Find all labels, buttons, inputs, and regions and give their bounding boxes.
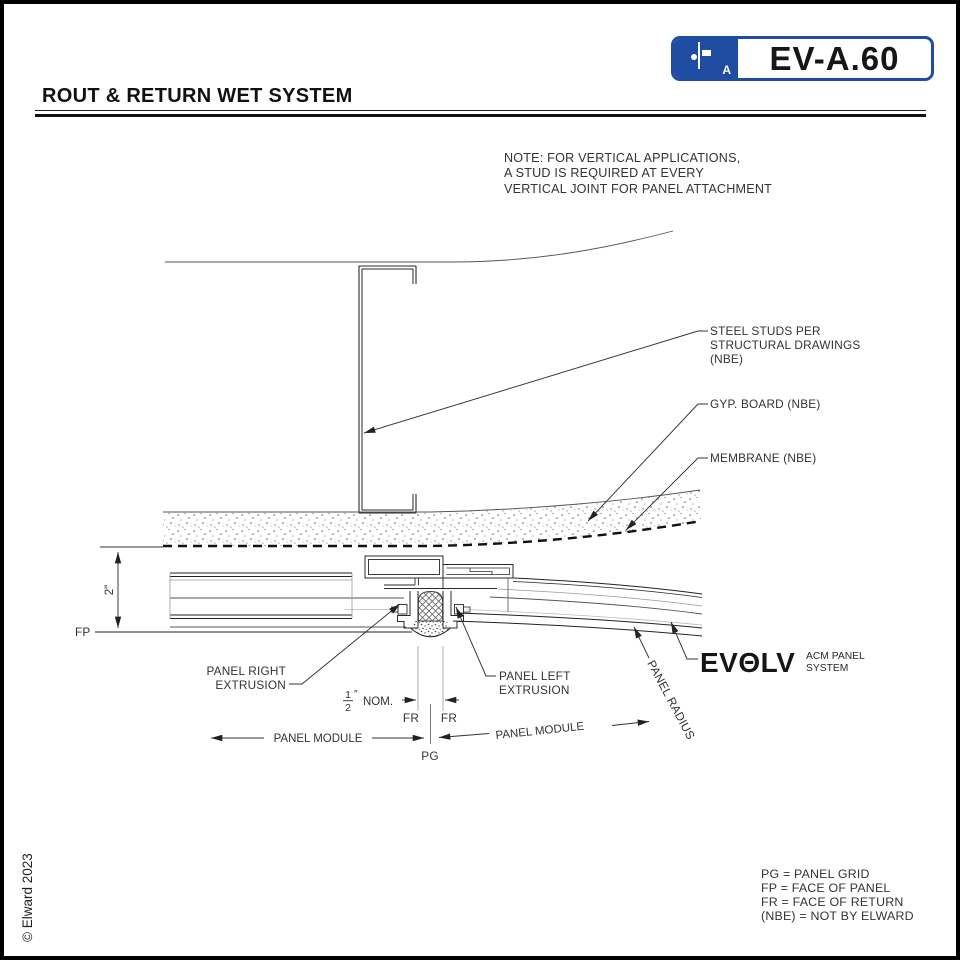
panel-right-extrusion-callout: PANEL RIGHT EXTRUSION bbox=[206, 603, 401, 692]
svg-text:PANEL MODULE: PANEL MODULE bbox=[495, 721, 585, 742]
panel-radius-annotation: PANEL RADIUS bbox=[633, 626, 698, 742]
evolv-tagline-1: ACM PANEL bbox=[806, 651, 865, 662]
svg-text:GYP. BOARD (NBE): GYP. BOARD (NBE) bbox=[710, 397, 821, 411]
evolv-logo: EVΘLV ACM PANEL SYSTEM bbox=[670, 621, 865, 678]
title-rule-thin bbox=[35, 110, 926, 112]
joint-gasket bbox=[418, 591, 443, 622]
page-title: ROUT & RETURN WET SYSTEM bbox=[42, 85, 353, 107]
fr-right-label: FR bbox=[441, 711, 457, 725]
title-block: A EV-A.60 bbox=[671, 36, 934, 81]
svg-text:(NBE): (NBE) bbox=[710, 352, 743, 366]
fp-label: FP bbox=[75, 625, 90, 639]
svg-text:STEEL STUDS PER: STEEL STUDS PER bbox=[710, 324, 821, 338]
legend-line: (NBE) = NOT BY ELWARD bbox=[761, 909, 914, 923]
left-panel-section bbox=[95, 572, 412, 633]
svg-text:PANEL MODULE: PANEL MODULE bbox=[274, 733, 363, 745]
joint-dimension: 1 2 ″ NOM. FR FR PG bbox=[343, 646, 459, 763]
svg-text:PANEL LEFT: PANEL LEFT bbox=[499, 669, 571, 683]
svg-text:EXTRUSION: EXTRUSION bbox=[215, 678, 286, 692]
sheet-number: EV-A.60 bbox=[769, 39, 900, 77]
panel-module-right-annotation: PANEL MODULE bbox=[438, 719, 650, 742]
membrane-dashed-line bbox=[163, 519, 702, 548]
fraction-numerator: 1 bbox=[345, 689, 351, 701]
steel-stud bbox=[358, 265, 417, 514]
detail-marker-icon: A bbox=[674, 39, 738, 78]
legend-line: FP = FACE OF PANEL bbox=[761, 881, 891, 895]
evolv-wordmark: EVΘLV bbox=[700, 647, 795, 678]
detail-letter: A bbox=[722, 63, 731, 77]
joint-sealant bbox=[411, 621, 450, 637]
gyp-board-callout: GYP. BOARD (NBE) bbox=[587, 397, 821, 522]
fraction-denominator: 2 bbox=[345, 702, 351, 714]
left-fastener bbox=[397, 604, 408, 615]
legend-line: FR = FACE OF RETURN bbox=[761, 895, 904, 909]
svg-text:PANEL RADIUS: PANEL RADIUS bbox=[644, 658, 697, 742]
evolv-tagline-2: SYSTEM bbox=[806, 663, 848, 674]
svg-text:STRUCTURAL DRAWINGS: STRUCTURAL DRAWINGS bbox=[710, 338, 860, 352]
svg-text:EXTRUSION: EXTRUSION bbox=[499, 683, 570, 697]
inch-mark: ″ bbox=[354, 688, 358, 700]
svg-text:MEMBRANE (NBE): MEMBRANE (NBE) bbox=[710, 451, 816, 465]
pg-label: PG bbox=[421, 749, 438, 763]
nom-label: NOM. bbox=[363, 696, 393, 708]
steel-studs-callout: STEEL STUDS PER STRUCTURAL DRAWINGS (NBE… bbox=[363, 324, 860, 434]
panel-module-left-annotation: PANEL MODULE bbox=[211, 733, 424, 745]
svg-text:PANEL RIGHT: PANEL RIGHT bbox=[206, 664, 286, 678]
vertical-application-note: NOTE: FOR VERTICAL APPLICATIONS, A STUD … bbox=[504, 151, 773, 196]
depth-dimension: 2" FP bbox=[75, 546, 163, 639]
legend-line: PG = PANEL GRID bbox=[761, 867, 870, 881]
substrate-curve-line bbox=[165, 230, 674, 263]
panel-clip-glyph-icon bbox=[691, 42, 711, 69]
right-panel-radius-section bbox=[452, 577, 703, 637]
gyp-board-layer bbox=[163, 489, 701, 546]
membrane-callout: MEMBRANE (NBE) bbox=[625, 451, 816, 531]
depth-dimension-label: 2" bbox=[104, 585, 116, 595]
title-rule-thick bbox=[35, 114, 926, 117]
fr-left-label: FR bbox=[403, 711, 419, 725]
abbreviation-legend: PG = PANEL GRID FP = FACE OF PANEL FR = … bbox=[761, 867, 914, 923]
joint-extrusion-assembly bbox=[364, 555, 514, 638]
panel-left-extrusion-callout: PANEL LEFT EXTRUSION bbox=[455, 606, 571, 697]
copyright-text: © Elward 2023 bbox=[20, 853, 35, 942]
